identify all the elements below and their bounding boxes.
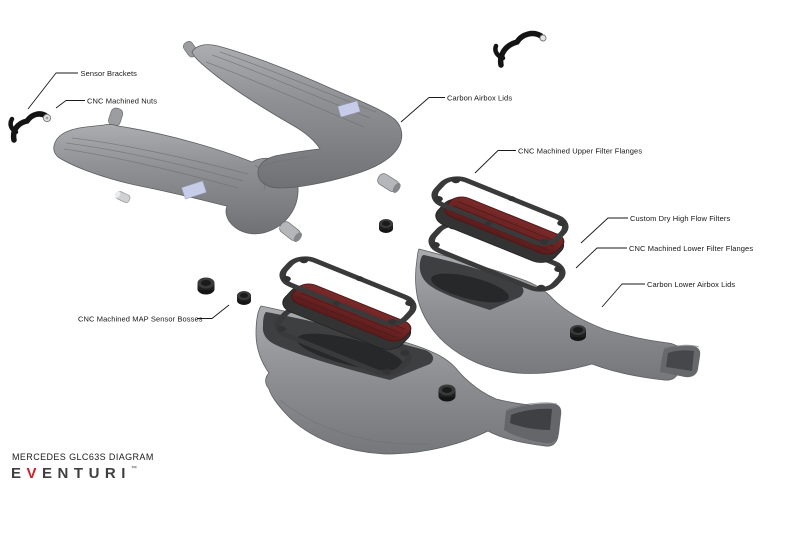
boss-bore bbox=[573, 327, 583, 333]
flange-boss bbox=[282, 276, 291, 282]
lid-left-seam-lines bbox=[63, 137, 265, 191]
flange-boss bbox=[536, 284, 546, 291]
logo-letter: I bbox=[121, 465, 126, 482]
lower-airbox-left-duct-inner bbox=[510, 408, 552, 430]
boss-bore bbox=[240, 293, 248, 298]
trademark-symbol: ™ bbox=[130, 466, 137, 472]
leader-lower-flanges bbox=[575, 247, 627, 269]
duct-rim-highlight bbox=[505, 402, 558, 411]
label-carbon-airbox-lids: Carbon Airbox Lids bbox=[447, 94, 512, 103]
logo-letter-accent: V bbox=[26, 465, 37, 482]
map-sensor-boss-mounted bbox=[570, 325, 586, 341]
carbon-lower-airbox-lid-left bbox=[255, 305, 562, 455]
diagram-title: MERCEDES GLC63S DIAGRAM bbox=[12, 452, 154, 462]
label-filters: Custom Dry High Flow Filters bbox=[630, 214, 730, 223]
flange-boss bbox=[387, 318, 397, 325]
bracket-arm bbox=[497, 30, 544, 68]
leader-filters bbox=[580, 217, 628, 244]
lid-left-shell bbox=[53, 123, 299, 235]
carbon-airbox-lid-right bbox=[182, 40, 403, 193]
stub-end bbox=[392, 182, 401, 193]
boss-bore bbox=[442, 387, 452, 393]
flange-tab bbox=[484, 220, 493, 226]
leader-upper-flanges bbox=[474, 150, 516, 174]
leader-lower-airbox-lids bbox=[601, 283, 645, 308]
bracket-arm bbox=[10, 111, 49, 143]
logo-letter: E bbox=[42, 465, 53, 482]
leader-cnc-nuts bbox=[55, 100, 85, 109]
lid-right-outlet-stub bbox=[377, 173, 401, 193]
label-cnc-nuts: CNC Machined Nuts bbox=[87, 97, 157, 106]
bracket-hook bbox=[493, 43, 506, 61]
label-upper-flanges: CNC Machined Upper Filter Flanges bbox=[518, 147, 642, 156]
upper-filter-flange-left bbox=[279, 256, 417, 326]
logo-letter: N bbox=[57, 465, 69, 482]
nut-bore bbox=[45, 116, 49, 120]
body-seam bbox=[279, 399, 431, 445]
leader-sensor-brackets bbox=[27, 72, 78, 110]
eventuri-logo: E V E N T U R I ™ bbox=[11, 465, 154, 482]
map-sensor-boss bbox=[197, 277, 215, 295]
lower-airbox-right-inlet-opening bbox=[431, 273, 509, 303]
lid-right-sticker bbox=[337, 100, 361, 118]
flange-boss bbox=[277, 326, 286, 332]
flange-boss bbox=[400, 350, 409, 356]
flange-boss bbox=[299, 257, 309, 264]
leader-carbon-airbox-lids bbox=[400, 97, 445, 123]
filter-stack-left bbox=[274, 256, 417, 376]
boss-bore bbox=[201, 280, 211, 286]
flange-boss bbox=[451, 177, 461, 184]
map-sensor-boss bbox=[379, 219, 393, 233]
label-map-bosses: CNC Machined MAP Sensor Bosses bbox=[78, 315, 203, 324]
flange-tab bbox=[507, 196, 516, 202]
flange-boss bbox=[554, 266, 563, 272]
branding-block: MERCEDES GLC63S DIAGRAM E V E N T U R I … bbox=[11, 452, 154, 482]
flange-tab bbox=[355, 276, 364, 282]
filter-stack-right bbox=[428, 176, 569, 292]
logo-letter: T bbox=[73, 465, 84, 482]
lower-airbox-right-duct-inner bbox=[666, 350, 694, 371]
bracket-hook bbox=[8, 116, 19, 135]
map-sensor-bosses bbox=[197, 219, 456, 402]
flange-boss bbox=[539, 238, 549, 245]
flange-boss bbox=[434, 196, 443, 202]
label-lower-airbox-lids: Carbon Lower Airbox Lids bbox=[647, 280, 735, 289]
flange-boss bbox=[431, 242, 440, 248]
carbon-lower-airbox-lid-right bbox=[415, 248, 701, 381]
flange-boss bbox=[382, 368, 392, 375]
lid-left-outlet-stub bbox=[279, 221, 303, 243]
cnc-machined-nut bbox=[539, 34, 547, 42]
flange-boss bbox=[557, 220, 566, 226]
lid-left-sensor-stub bbox=[114, 191, 131, 203]
flange-tab bbox=[332, 300, 341, 306]
logo-letter: R bbox=[104, 465, 116, 482]
upper-filter-flange-right bbox=[431, 176, 569, 246]
map-sensor-boss bbox=[237, 291, 251, 305]
leader-map-bosses bbox=[197, 304, 230, 319]
logo-letter: E bbox=[11, 465, 22, 482]
label-sensor-brackets: Sensor Brackets bbox=[81, 69, 138, 78]
sensor-bracket-left bbox=[8, 111, 52, 143]
logo-letter: U bbox=[88, 465, 100, 482]
stub-end bbox=[293, 232, 303, 243]
callouts: Sensor Brackets CNC Machined Nuts Carbon… bbox=[27, 69, 753, 324]
lower-airbox-left-inlet-opening bbox=[296, 333, 404, 371]
sensor-bracket-right bbox=[493, 30, 547, 68]
boss-bore bbox=[382, 221, 390, 226]
stub-end bbox=[114, 191, 121, 198]
carbon-airbox-lid-left bbox=[53, 107, 303, 243]
flange-boss bbox=[405, 300, 414, 306]
lid-right-shell bbox=[191, 44, 403, 189]
duct-rim-highlight bbox=[663, 344, 700, 349]
label-lower-flanges: CNC Machined Lower Filter Flanges bbox=[629, 244, 753, 253]
map-sensor-boss bbox=[438, 384, 456, 402]
lid-left-sticker bbox=[181, 180, 207, 200]
